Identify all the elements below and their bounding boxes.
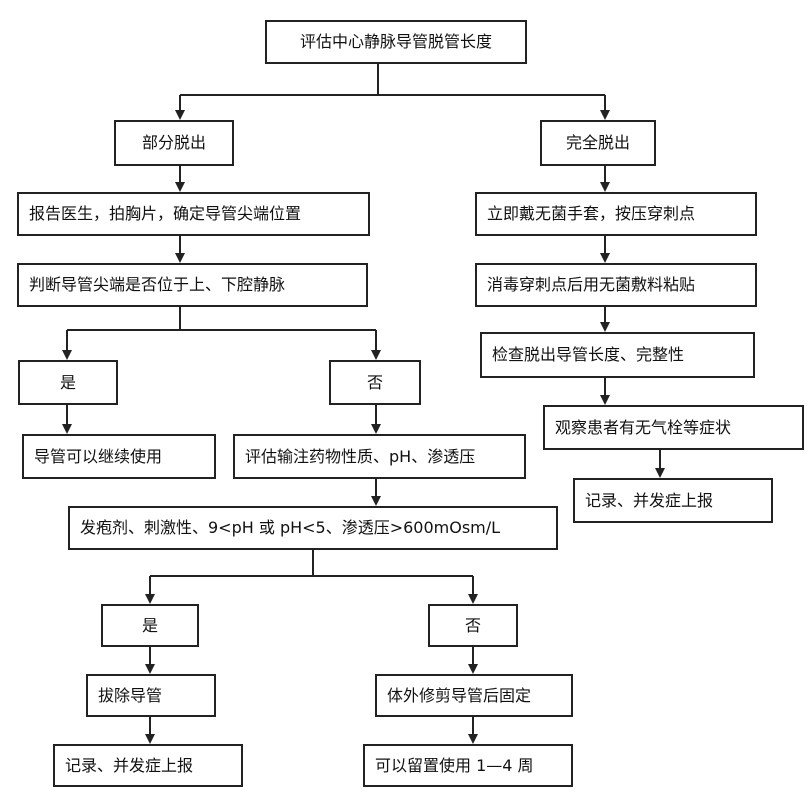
- node-record-right: 记录、并发症上报: [573, 478, 773, 523]
- node-check-length: 检查脱出导管长度、完整性: [480, 332, 755, 378]
- node-remove-catheter: 拔除导管: [86, 674, 216, 717]
- node-judge-tip: 判断导管尖端是否位于上、下腔静脉: [17, 263, 368, 307]
- node-criteria: 发疱剂、刺激性、9<pH 或 pH<5、渗透压>600mOsm/L: [68, 506, 558, 550]
- node-no-2: 否: [428, 604, 518, 647]
- node-yes-2: 是: [101, 604, 199, 647]
- node-record-left: 记录、并发症上报: [53, 744, 243, 787]
- node-observe: 观察患者有无气栓等症状: [543, 405, 804, 450]
- node-partial: 部分脱出: [114, 120, 234, 166]
- node-assess-drug: 评估输注药物性质、pH、渗透压: [233, 434, 526, 479]
- node-complete: 完全脱出: [540, 120, 656, 166]
- node-root: 评估中心静脉导管脱管长度: [265, 20, 527, 64]
- node-continue-use: 导管可以继续使用: [22, 434, 216, 479]
- node-no-1: 否: [329, 360, 421, 405]
- node-disinfect: 消毒穿刺点后用无菌敷料粘贴: [475, 263, 757, 307]
- node-report-xray: 报告医生，拍胸片，确定导管尖端位置: [17, 192, 370, 236]
- node-indwell: 可以留置使用 1—4 周: [363, 744, 573, 787]
- node-trim-fix: 体外修剪导管后固定: [375, 674, 573, 717]
- node-yes-1: 是: [18, 360, 118, 405]
- node-glove-press: 立即戴无菌手套，按压穿刺点: [475, 192, 757, 236]
